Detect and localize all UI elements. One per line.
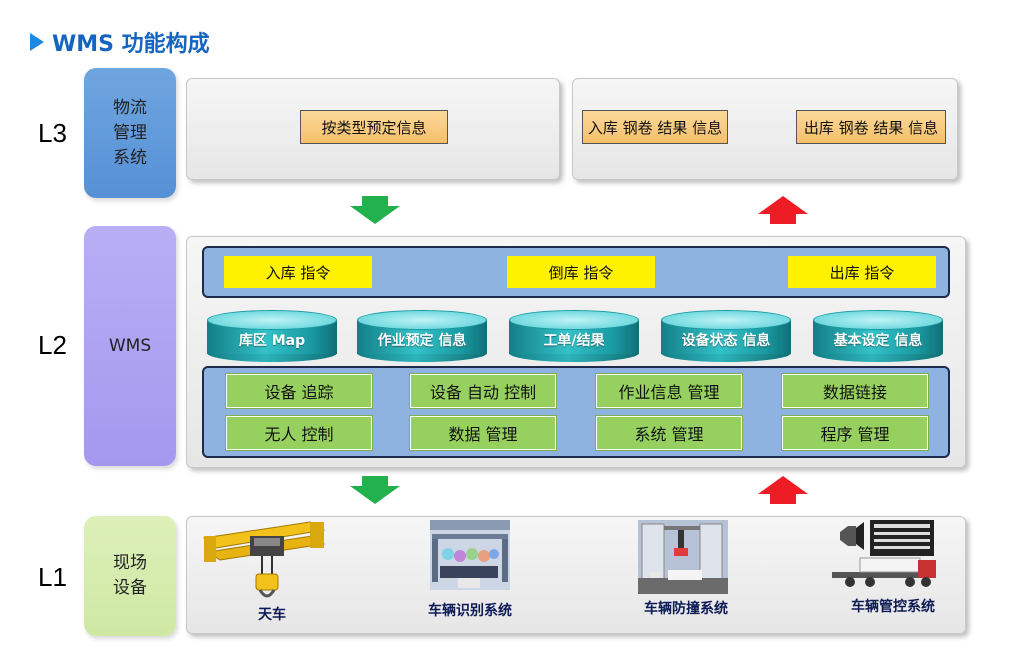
l3-box-outbound-result: 出库 钢卷 结果 信息	[796, 110, 946, 144]
db-device-status: 设备状态 信息	[661, 310, 791, 362]
func-system-management: 系统 管理	[596, 416, 742, 450]
device-label-vehicle-recognition: 车辆识别系统	[428, 603, 512, 619]
l3-box-plan-info: 按类型预定信息	[300, 110, 448, 144]
func-data-management: 数据 管理	[410, 416, 556, 450]
command-inbound: 入库 指令	[224, 256, 372, 288]
role-box-wms: WMS	[84, 226, 176, 466]
db-basic-settings: 基本设定 信息	[813, 310, 943, 362]
l3-box-inbound-result: 入库 钢卷 结果 信息	[582, 110, 728, 144]
func-program-management: 程序 管理	[782, 416, 928, 450]
level-label-l1: L1	[38, 562, 67, 592]
overhead-crane-icon	[202, 521, 326, 598]
role-box-logistics: 物流 管理 系统	[84, 68, 176, 198]
func-device-auto-control: 设备 自动 控制	[410, 374, 556, 408]
up-arrow-icon	[758, 476, 808, 504]
device-label-anti-collision: 车辆防撞系统	[644, 601, 728, 617]
down-arrow-icon	[350, 476, 400, 504]
level-label-l2: L2	[38, 330, 67, 360]
func-work-info-management: 作业信息 管理	[596, 374, 742, 408]
func-device-tracking: 设备 追踪	[226, 374, 372, 408]
up-arrow-icon	[758, 196, 808, 224]
device-label-crane: 天车	[258, 607, 286, 623]
func-data-link: 数据链接	[782, 374, 928, 408]
db-yard-map: 库区 Map	[207, 310, 337, 362]
down-arrow-icon	[350, 196, 400, 224]
play-triangle-icon	[30, 33, 44, 51]
func-unmanned-control: 无人 控制	[226, 416, 372, 450]
db-work-order: 工单/结果	[509, 310, 639, 362]
db-work-plan: 作业预定 信息	[357, 310, 487, 362]
level-label-l3: L3	[38, 118, 67, 148]
role-box-field-equipment: 现场 设备	[84, 516, 176, 636]
device-label-vehicle-control: 车辆管控系统	[851, 599, 935, 615]
vehicle-control-icon	[832, 520, 936, 587]
command-outbound: 出库 指令	[788, 256, 936, 288]
command-relocate: 倒库 指令	[507, 256, 655, 288]
page-title: WMS 功能构成	[30, 26, 210, 58]
page-title-text: WMS 功能构成	[52, 32, 210, 57]
vehicle-recognition-icon	[430, 520, 510, 590]
anti-collision-icon	[638, 520, 728, 594]
